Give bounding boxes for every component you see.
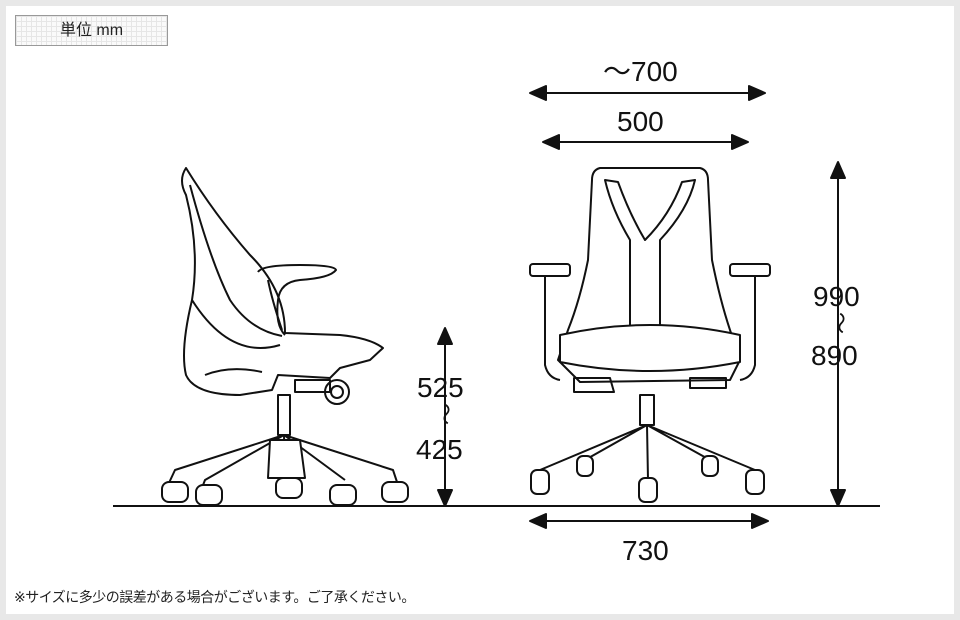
dimension-lines — [437, 85, 846, 529]
height-range-mark: ～ — [828, 311, 854, 335]
base-width-label: 730 — [622, 535, 669, 566]
side-view-chair — [161, 167, 409, 506]
height-min-label: 890 — [811, 340, 858, 371]
seat-height-max-label: 525 — [417, 372, 464, 403]
seat-height-min-label: 425 — [416, 434, 463, 465]
unit-label: 単位 mm — [15, 15, 168, 46]
seat-height-range-mark: ～ — [433, 402, 459, 426]
height-max-label: 990 — [813, 281, 860, 312]
front-view-chair — [529, 167, 771, 503]
overall-width-label: ～700 — [603, 56, 678, 87]
back-width-label: 500 — [617, 106, 664, 137]
size-disclaimer: ※サイズに多少の誤差がある場合がございます。ご了承ください。 — [14, 590, 415, 606]
diagram-panel — [6, 6, 954, 614]
